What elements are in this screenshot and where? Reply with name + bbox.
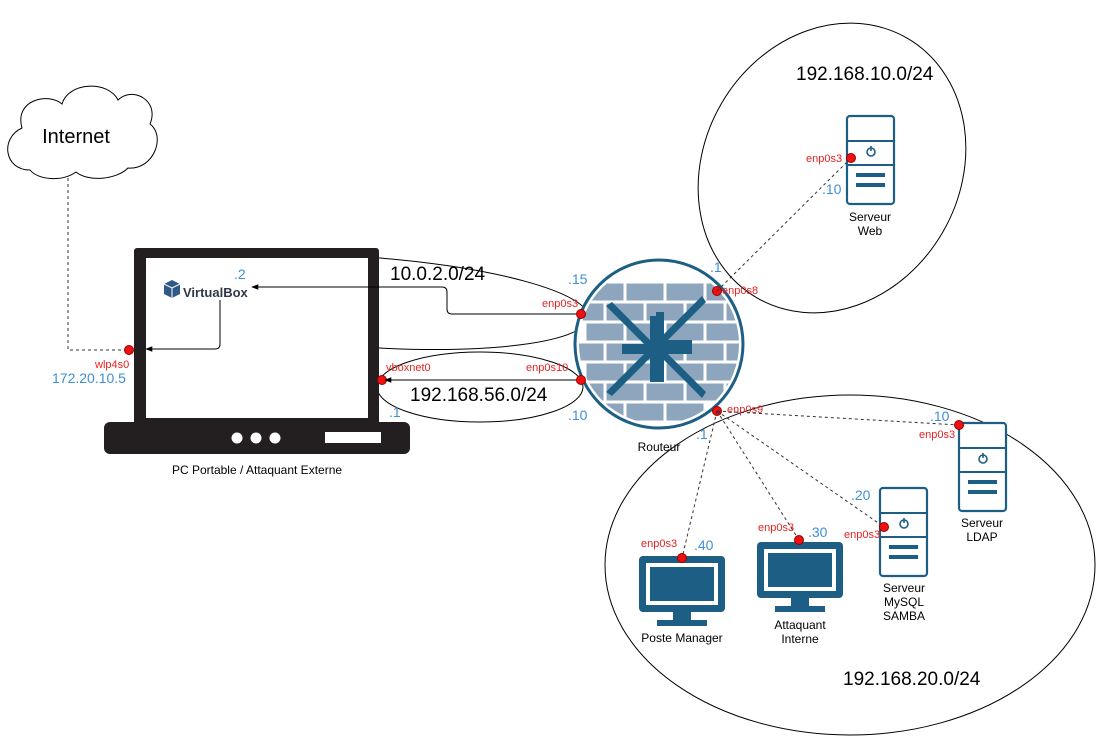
virtualbox-logo-icon <box>163 280 181 298</box>
workstation-attaquant-label-2: Interne <box>781 632 819 646</box>
iface-router-enp0s10: enp0s10 <box>526 362 568 374</box>
virtualbox-wordmark: VirtualBox <box>183 285 249 300</box>
router-label: Routeur <box>638 440 681 454</box>
ip-manager: .40 <box>694 537 714 553</box>
ip-mysql: .20 <box>851 487 871 503</box>
network-nat-label: 10.0.2.0/24 <box>390 264 486 285</box>
workstation-attaquant-label-1: Attaquant <box>774 618 826 632</box>
ip-host-laptop: .1 <box>389 404 401 420</box>
ip-router-host: .10 <box>568 407 588 423</box>
internet-label: Internet <box>42 126 110 148</box>
link-router-web <box>716 157 852 292</box>
link-virtualbox-laptop <box>145 300 221 352</box>
iface-router-enp0s9: enp0s9 <box>727 404 763 416</box>
iface-mysql: enp0s3 <box>844 529 880 541</box>
iface-dot-ldap <box>954 420 964 430</box>
workstation-manager-icon <box>639 556 725 626</box>
link-internet-laptop <box>67 178 140 351</box>
iface-vboxnet0: vboxnet0 <box>386 362 431 374</box>
link-router-ldap <box>716 410 960 426</box>
iface-dot-attaquant <box>794 535 804 545</box>
server-ldap-label-1: Serveur <box>961 516 1003 530</box>
iface-wlp4s0: wlp4s0 <box>94 359 129 371</box>
iface-dot-router-enp0s3 <box>576 309 586 319</box>
ip-router-lan: .1 <box>696 426 708 442</box>
network-lan-ellipse <box>604 394 1096 736</box>
server-ldap-icon <box>957 421 1008 513</box>
server-web-label-2: Web <box>858 224 883 238</box>
ip-router-nat: .15 <box>568 271 588 287</box>
server-web-label-1: Serveur <box>849 210 891 224</box>
ip-attaquant: .30 <box>808 524 828 540</box>
router-firewall-icon <box>573 258 745 430</box>
network-dmz-label: 192.168.10.0/24 <box>796 64 934 85</box>
server-mysql-label-3: SAMBA <box>883 609 925 623</box>
link-router-manager <box>681 410 718 559</box>
ip-wlan: 172.20.10.5 <box>52 370 126 386</box>
network-lan-label: 192.168.20.0/24 <box>843 669 981 690</box>
ip-vbox: .2 <box>234 266 246 282</box>
link-router-attaquant <box>716 410 800 541</box>
iface-web: enp0s3 <box>806 153 842 165</box>
iface-dot-manager <box>677 553 687 563</box>
iface-attaquant: enp0s3 <box>758 522 794 534</box>
server-ldap-label-2: LDAP <box>966 530 997 544</box>
ip-ldap: .10 <box>930 408 950 424</box>
iface-dot-wlp4s0 <box>124 345 134 355</box>
iface-dot-mysql <box>879 522 889 532</box>
iface-router-enp0s8: enp0s8 <box>722 285 758 297</box>
link-router-mysql <box>716 410 885 528</box>
link-router-virtualbox <box>251 284 580 315</box>
laptop-icon <box>104 248 410 454</box>
iface-manager: enp0s3 <box>641 538 677 550</box>
iface-router-enp0s3: enp0s3 <box>542 298 578 310</box>
network-dmz-ellipse <box>697 22 967 314</box>
iface-ldap: enp0s3 <box>919 429 955 441</box>
server-mysql-label-2: MySQL <box>884 595 924 609</box>
server-mysql-label-1: Serveur <box>883 581 925 595</box>
internet-cloud-icon <box>7 85 158 179</box>
ip-router-dmz: .1 <box>710 259 722 275</box>
ip-web: .10 <box>822 181 842 197</box>
server-web-icon <box>845 114 896 206</box>
laptop-label: PC Portable / Attaquant Externe <box>172 463 342 477</box>
iface-dot-router-enp0s10 <box>576 375 586 385</box>
workstation-manager-label-1: Poste Manager <box>641 631 722 645</box>
network-host-label: 192.168.56.0/24 <box>410 385 548 406</box>
iface-dot-web <box>846 153 856 163</box>
server-mysql-icon <box>878 486 929 578</box>
workstation-attaquant-icon <box>757 542 843 612</box>
